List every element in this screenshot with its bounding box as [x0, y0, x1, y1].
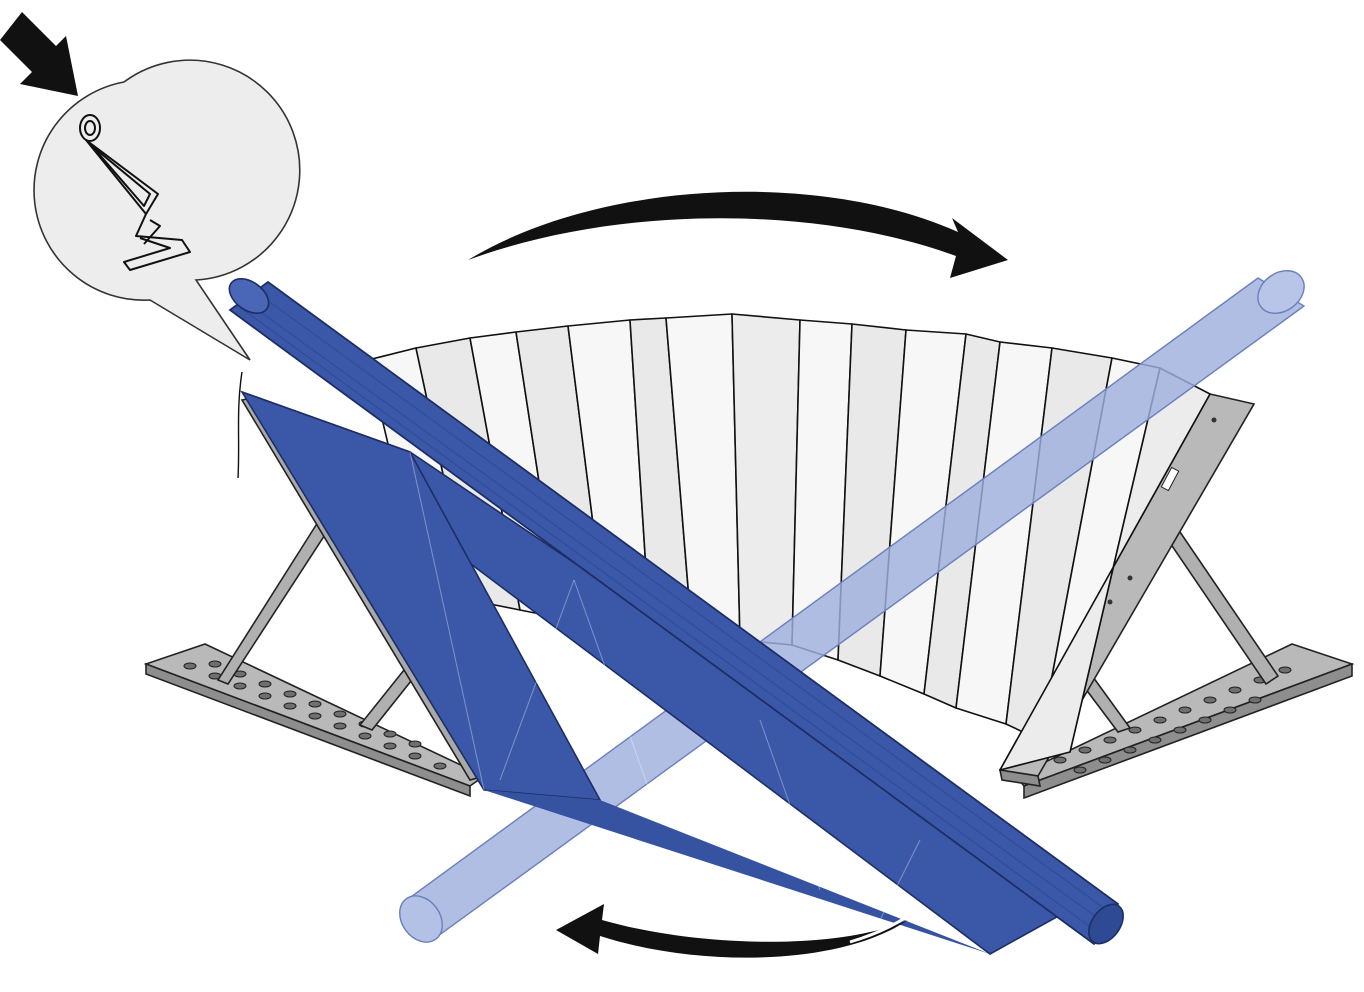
detail-callout: [33, 59, 301, 361]
rotate-arrow-bottom-icon: [556, 904, 909, 958]
left-base-holes: [183, 660, 447, 770]
rotate-arrow-icon: [468, 191, 1008, 278]
hanging-strap: [237, 371, 243, 479]
rolled-cover: [228, 278, 1124, 955]
magnifier-callout-icon: [33, 59, 301, 361]
lifting-hook-icon: [79, 114, 191, 271]
right-base-holes: [1053, 666, 1292, 774]
pointer-arrow-icon: [0, 12, 78, 96]
